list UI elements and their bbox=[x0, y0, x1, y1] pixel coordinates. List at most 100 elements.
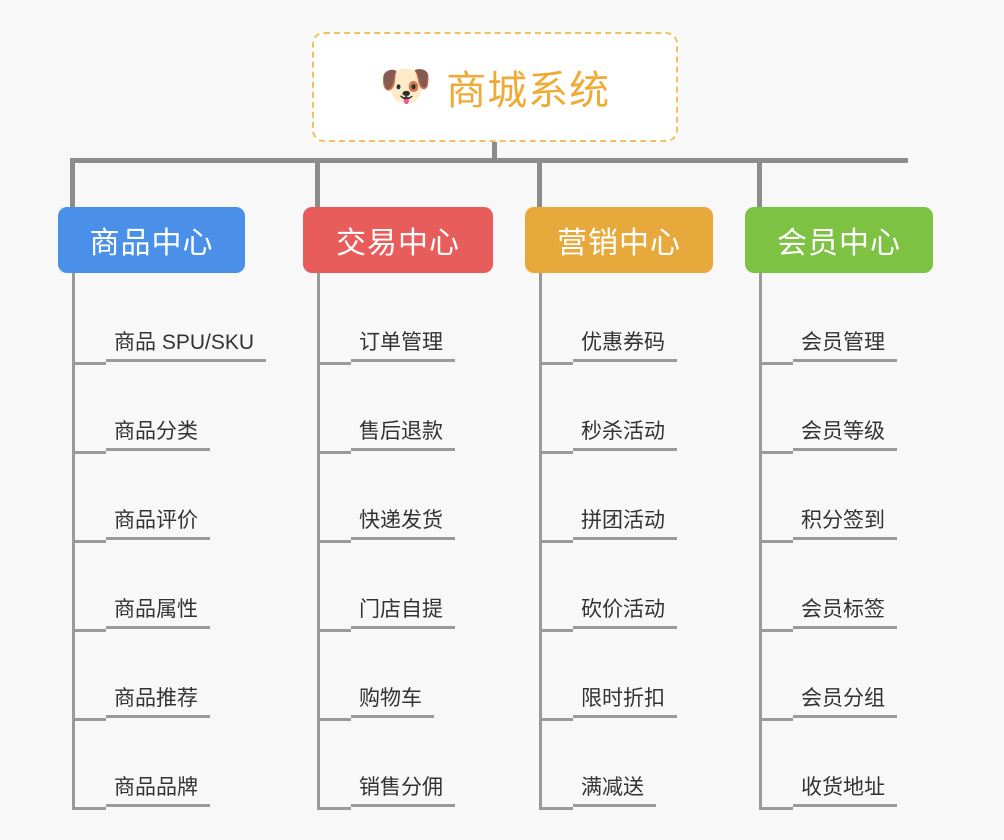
branch-item-underline: 门店自提 bbox=[351, 598, 455, 629]
branch-item-connector bbox=[72, 540, 106, 543]
branch-drop-line bbox=[537, 158, 542, 208]
branch-item[interactable]: 会员管理 bbox=[759, 273, 933, 365]
branch-item-underline: 优惠券码 bbox=[573, 331, 677, 362]
branch-item-underline: 商品评价 bbox=[106, 509, 210, 540]
branch-drop-line bbox=[70, 158, 75, 208]
branch-item[interactable]: 收货地址 bbox=[759, 718, 933, 810]
branch-item[interactable]: 拼团活动 bbox=[539, 451, 713, 543]
branch-item-label: 会员管理 bbox=[801, 330, 885, 354]
branch-item[interactable]: 限时折扣 bbox=[539, 629, 713, 721]
branch-header[interactable]: 商品中心 bbox=[58, 207, 245, 273]
branch-item[interactable]: 砍价活动 bbox=[539, 540, 713, 632]
branch-item-connector bbox=[759, 451, 793, 454]
branch-item[interactable]: 订单管理 bbox=[317, 273, 493, 365]
branch-item-connector bbox=[72, 362, 106, 365]
branch-item[interactable]: 商品品牌 bbox=[72, 718, 245, 810]
branch-column: 营销中心优惠券码秒杀活动拼团活动砍价活动限时折扣满减送 bbox=[525, 207, 713, 810]
branch-item-underline: 砍价活动 bbox=[573, 598, 677, 629]
branch-item-underline: 订单管理 bbox=[351, 331, 455, 362]
branch-item-list: 订单管理售后退款快递发货门店自提购物车销售分佣 bbox=[317, 273, 493, 810]
branch-item-underline: 售后退款 bbox=[351, 420, 455, 451]
branch-item-label: 订单管理 bbox=[359, 330, 443, 354]
branch-item-underline: 满减送 bbox=[573, 776, 656, 807]
branch-item[interactable]: 商品推荐 bbox=[72, 629, 245, 721]
branch-header[interactable]: 会员中心 bbox=[745, 207, 933, 273]
branch-item-underline: 秒杀活动 bbox=[573, 420, 677, 451]
branch-item-connector bbox=[539, 451, 573, 454]
branch-item-connector bbox=[72, 451, 106, 454]
branch-item-connector bbox=[759, 807, 793, 810]
branch-item-underline: 会员等级 bbox=[793, 420, 897, 451]
branch-item[interactable]: 秒杀活动 bbox=[539, 362, 713, 454]
branch-item-underline: 商品 SPU/SKU bbox=[106, 330, 267, 362]
branch-item-underline: 限时折扣 bbox=[573, 687, 677, 718]
branch-item[interactable]: 商品分类 bbox=[72, 362, 245, 454]
branch-header[interactable]: 营销中心 bbox=[525, 207, 713, 273]
branch-item-list: 优惠券码秒杀活动拼团活动砍价活动限时折扣满减送 bbox=[539, 273, 713, 810]
branch-column: 商品中心商品 SPU/SKU 商品分类商品评价商品属性商品推荐商品品牌 bbox=[58, 207, 267, 810]
branch-item-underline: 收货地址 bbox=[793, 776, 897, 807]
branch-item[interactable]: 会员标签 bbox=[759, 540, 933, 632]
branch-item-connector bbox=[317, 718, 351, 721]
branch-item[interactable]: 会员分组 bbox=[759, 629, 933, 721]
branch-item-label: 积分签到 bbox=[801, 508, 885, 532]
branch-item-underline: 会员分组 bbox=[793, 687, 897, 718]
branch-item[interactable]: 会员等级 bbox=[759, 362, 933, 454]
branch-item-label: 收货地址 bbox=[801, 775, 885, 799]
branch-item-connector bbox=[317, 807, 351, 810]
branch-header[interactable]: 交易中心 bbox=[303, 207, 493, 273]
branch-item-underline: 会员管理 bbox=[793, 331, 897, 362]
branch-item-label: 会员等级 bbox=[801, 419, 885, 443]
branch-item-list: 商品 SPU/SKU 商品分类商品评价商品属性商品推荐商品品牌 bbox=[72, 273, 267, 810]
branch-item-connector bbox=[539, 807, 573, 810]
branch-item-label: 商品评价 bbox=[114, 508, 198, 532]
branch-item-label: 门店自提 bbox=[359, 597, 443, 621]
branch-item[interactable]: 满减送 bbox=[539, 718, 713, 810]
branch-item-underline: 会员标签 bbox=[793, 598, 897, 629]
branch-item[interactable]: 积分签到 bbox=[759, 451, 933, 543]
branch-item-underline: 购物车 bbox=[351, 687, 434, 718]
branch-item-connector bbox=[759, 718, 793, 721]
branch-item[interactable]: 销售分佣 bbox=[317, 718, 493, 810]
branch-item-label: 砍价活动 bbox=[581, 597, 665, 621]
branch-item-label: 商品品牌 bbox=[114, 775, 198, 799]
branch-item[interactable]: 商品评价 bbox=[72, 451, 245, 543]
branch-item[interactable]: 优惠券码 bbox=[539, 273, 713, 365]
dog-face-icon: 🐶 bbox=[379, 62, 433, 109]
branch-item-label: 满减送 bbox=[581, 775, 644, 799]
branch-item-underline: 商品品牌 bbox=[106, 776, 210, 807]
branch-item-underline: 快递发货 bbox=[351, 509, 455, 540]
branch-item-label: 商品推荐 bbox=[114, 686, 198, 710]
branch-item[interactable]: 快递发货 bbox=[317, 451, 493, 543]
branch-item-connector bbox=[317, 540, 351, 543]
branch-item[interactable]: 售后退款 bbox=[317, 362, 493, 454]
branch-item-connector bbox=[539, 718, 573, 721]
branch-item-connector bbox=[539, 629, 573, 632]
branch-item-label: 商品 SPU/SKU bbox=[114, 330, 255, 354]
branch-item[interactable]: 商品属性 bbox=[72, 540, 245, 632]
branch-item-label: 商品属性 bbox=[114, 597, 198, 621]
branch-column: 交易中心订单管理售后退款快递发货门店自提购物车销售分佣 bbox=[303, 207, 493, 810]
branch-item-connector bbox=[759, 540, 793, 543]
branch-item-label: 购物车 bbox=[359, 686, 422, 710]
branch-item-underline: 销售分佣 bbox=[351, 776, 455, 807]
branch-item-label: 商品分类 bbox=[114, 419, 198, 443]
branch-column: 会员中心会员管理会员等级积分签到会员标签会员分组收货地址 bbox=[745, 207, 933, 810]
branch-item-connector bbox=[317, 362, 351, 365]
branch-item[interactable]: 购物车 bbox=[317, 629, 493, 721]
branch-item[interactable]: 门店自提 bbox=[317, 540, 493, 632]
branch-item-connector bbox=[317, 451, 351, 454]
root-title: 商城系统 bbox=[446, 69, 611, 113]
branch-item-underline: 商品属性 bbox=[106, 598, 210, 629]
branch-item-connector bbox=[759, 629, 793, 632]
branch-item-connector bbox=[72, 718, 106, 721]
branch-drop-line bbox=[315, 158, 320, 208]
branch-item-label: 优惠券码 bbox=[581, 330, 665, 354]
branch-item-list: 会员管理会员等级积分签到会员标签会员分组收货地址 bbox=[759, 273, 933, 810]
root-node[interactable]: 🐶 商城系统 bbox=[312, 32, 678, 142]
branch-item-connector bbox=[759, 362, 793, 365]
branch-item[interactable]: 商品 SPU/SKU bbox=[72, 273, 267, 365]
branch-item-label: 秒杀活动 bbox=[581, 419, 665, 443]
branch-item-label: 会员分组 bbox=[801, 686, 885, 710]
